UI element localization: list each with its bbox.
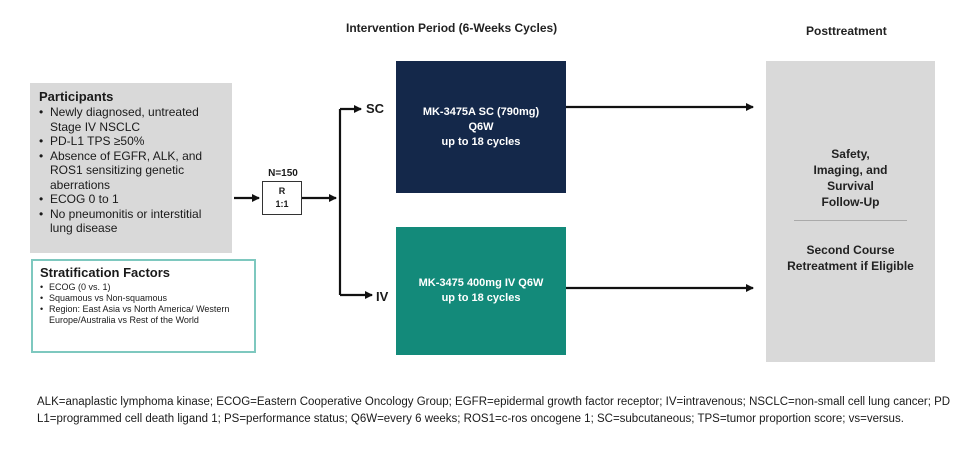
iv-arm-box: MK-3475 400mg IV Q6W up to 18 cycles	[396, 227, 566, 355]
participants-list: Newly diagnosed, untreated Stage IV NSCL…	[39, 105, 226, 236]
participants-item: ECOG 0 to 1	[39, 192, 226, 207]
follow-up-block: Safety, Imaging, and Survival Follow-Up	[766, 146, 935, 210]
stratification-item: Region: East Asia vs North America/ West…	[40, 304, 247, 326]
retreatment-line: Retreatment if Eligible	[787, 259, 914, 273]
sc-arm-line3: up to 18 cycles	[441, 135, 521, 148]
posttreatment-box: Safety, Imaging, and Survival Follow-Up …	[766, 61, 935, 362]
iv-arm-line2: up to 18 cycles	[441, 292, 521, 304]
retreatment-line: Second Course	[806, 243, 895, 257]
randomization-r-label: R	[278, 186, 286, 196]
participants-item: Absence of EGFR, ALK, and ROS1 sensitizi…	[39, 149, 226, 193]
iv-arm-line1: MK-3475 400mg IV Q6W	[418, 277, 544, 289]
randomization-box: R 1:1	[262, 181, 302, 215]
follow-up-line: Safety,	[831, 147, 870, 161]
abbreviations-footnote: ALK=anaplastic lymphoma kinase; ECOG=Eas…	[37, 396, 951, 425]
sc-arm-box: MK-3475A SC (790mg) Q6W up to 18 cycles	[396, 61, 566, 193]
follow-up-line: Survival	[827, 179, 874, 193]
participants-item: Newly diagnosed, untreated Stage IV NSCL…	[39, 105, 226, 134]
participants-item: PD-L1 TPS ≥50%	[39, 134, 226, 149]
sc-arm-line2: Q6W	[468, 120, 494, 133]
stratification-item: ECOG (0 vs. 1)	[40, 282, 247, 293]
stratification-list: ECOG (0 vs. 1) Squamous vs Non-squamous …	[40, 282, 247, 326]
arm-label-iv: IV	[376, 289, 389, 304]
follow-up-line: Imaging, and	[813, 163, 888, 177]
sc-arm-line1: MK-3475A SC (790mg)	[422, 105, 540, 118]
arm-label-sc: SC	[366, 101, 385, 116]
posttreatment-header: Posttreatment	[806, 24, 887, 38]
posttreatment-divider	[794, 220, 907, 221]
sample-size-label: N=150	[268, 168, 298, 179]
participants-title: Participants	[39, 89, 114, 104]
intervention-period-header: Intervention Period (6-Weeks Cycles)	[346, 21, 558, 35]
stratification-factors-box: Stratification Factors ECOG (0 vs. 1) Sq…	[31, 259, 256, 353]
randomization-ratio: 1:1	[275, 199, 289, 209]
stratification-item: Squamous vs Non-squamous	[40, 293, 247, 304]
retreatment-block: Second Course Retreatment if Eligible	[766, 242, 935, 274]
follow-up-line: Follow-Up	[821, 195, 880, 209]
stratification-title: Stratification Factors	[40, 265, 171, 280]
participants-box: Participants Newly diagnosed, untreated …	[30, 83, 232, 253]
participants-item: No pneumonitis or interstitial lung dise…	[39, 207, 226, 236]
